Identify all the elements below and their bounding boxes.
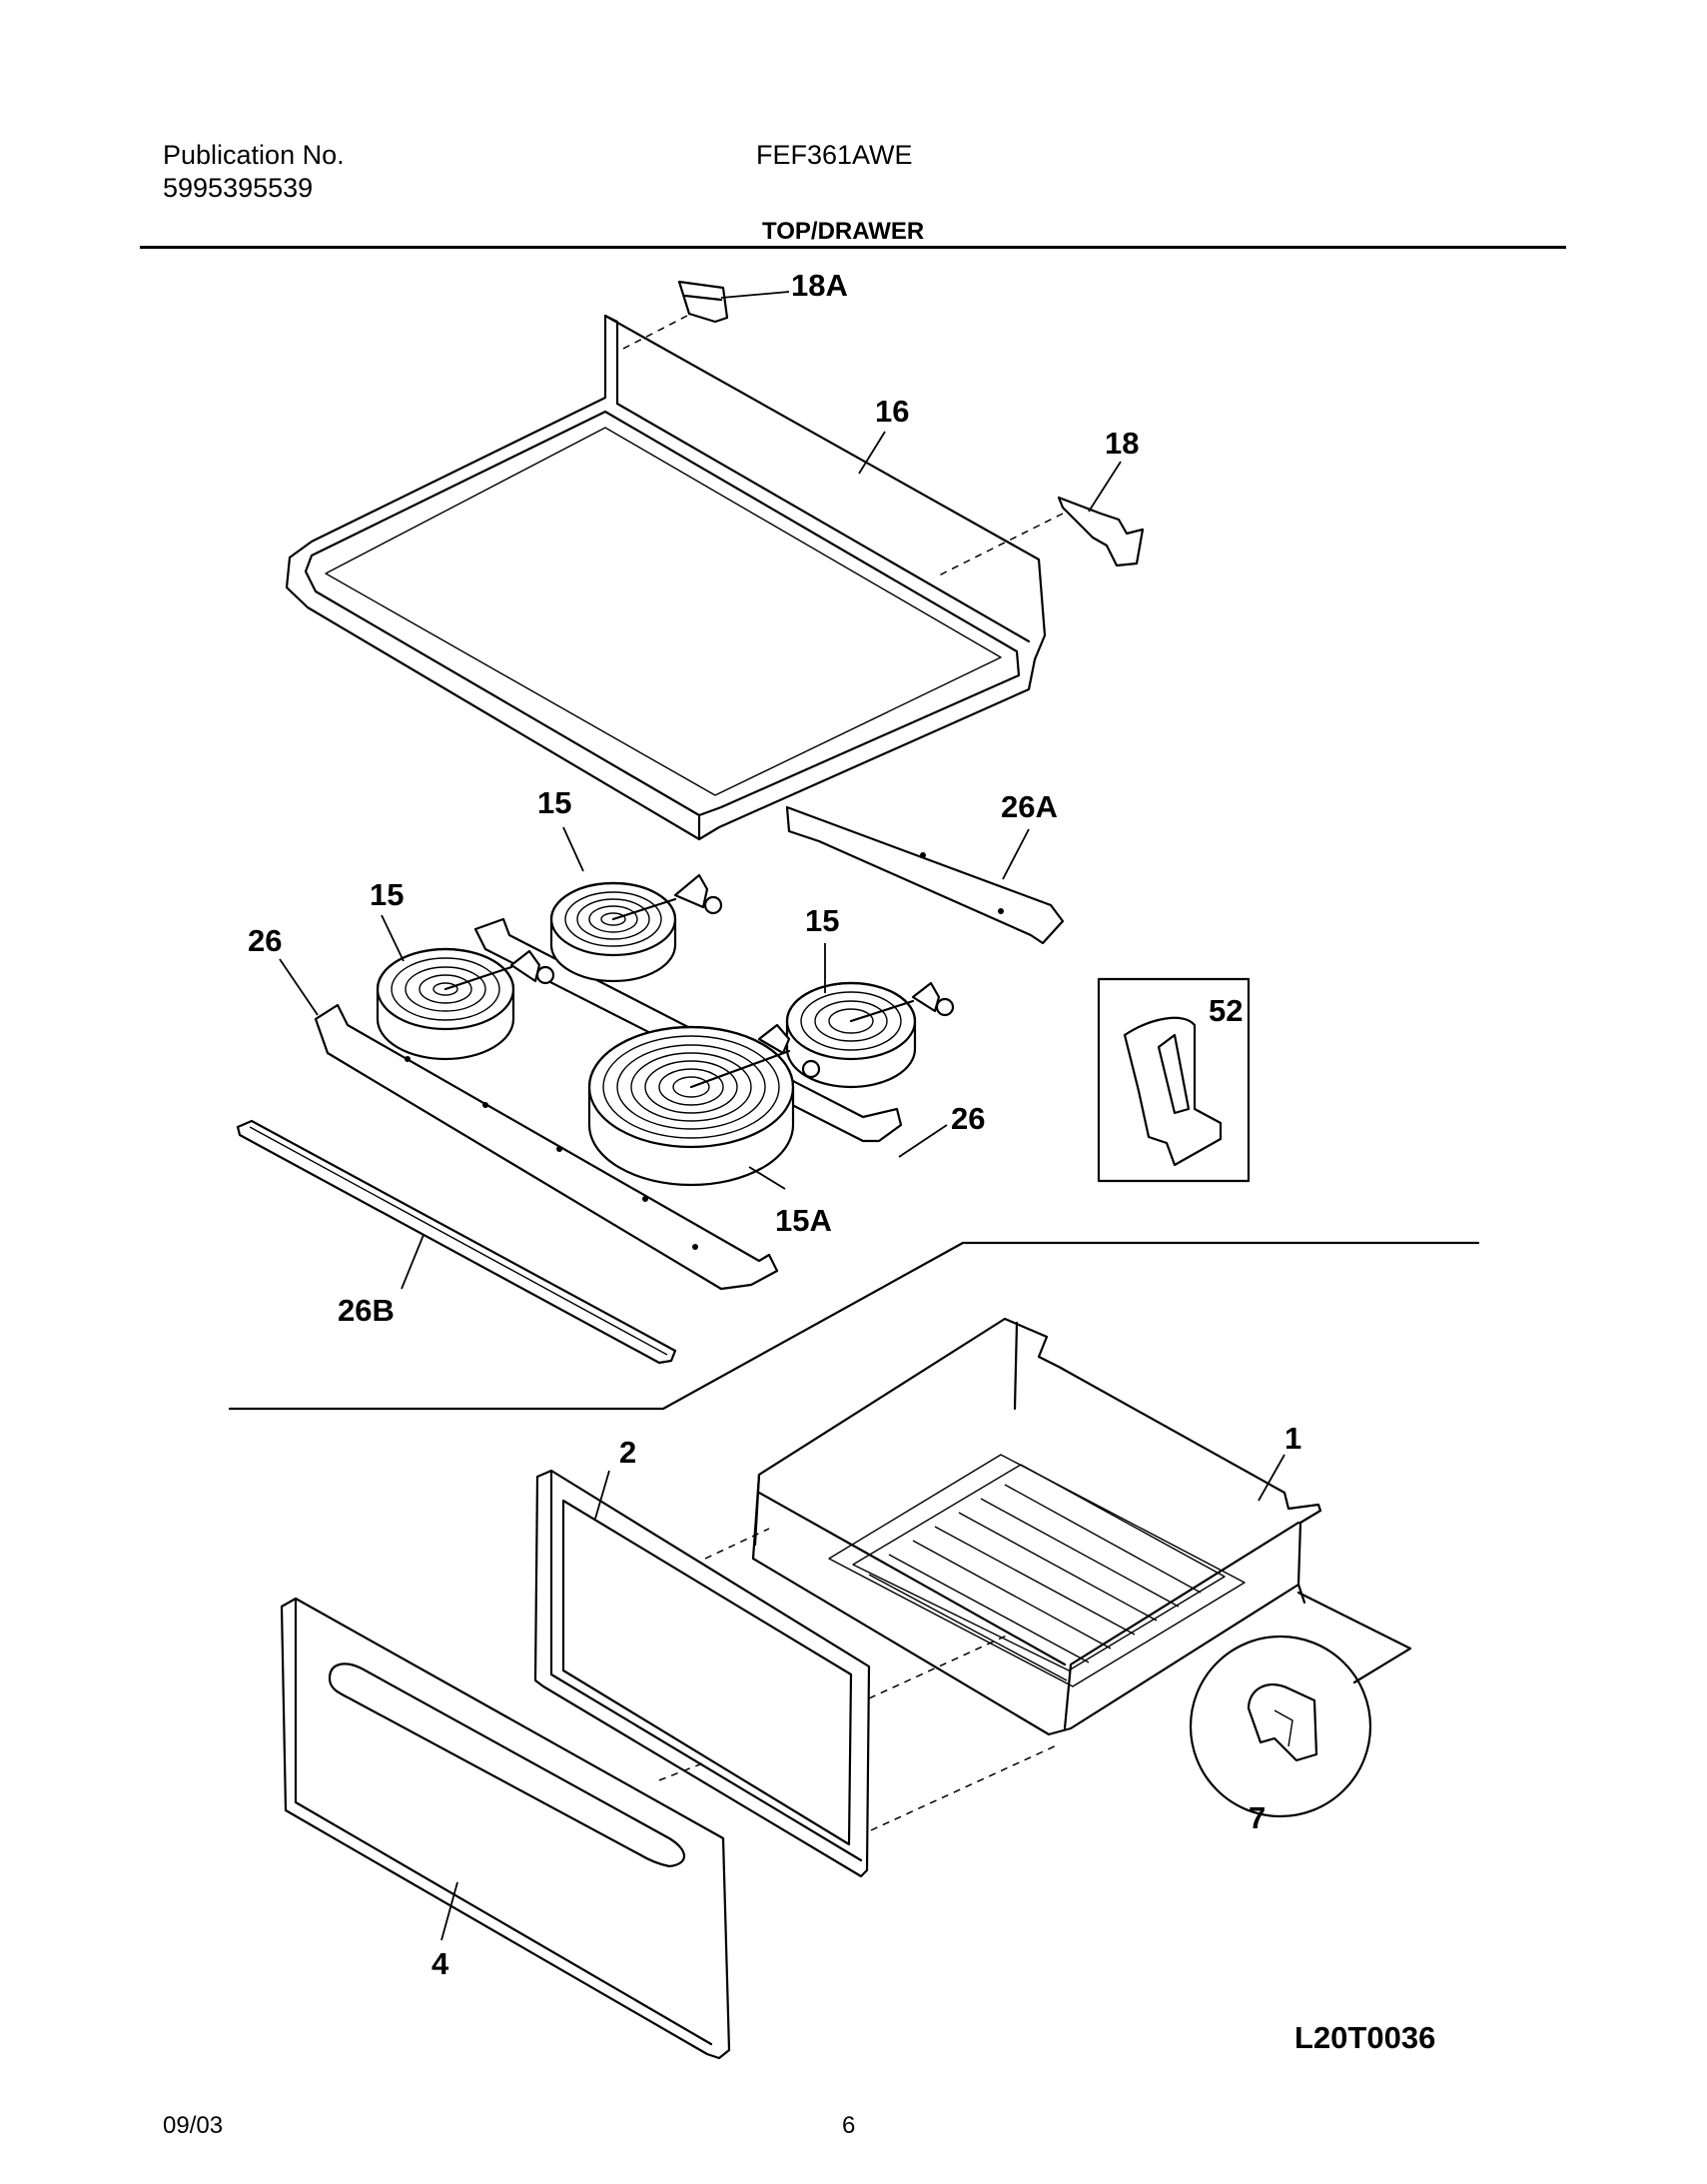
header-rule [140, 246, 1566, 249]
surface-element-15A [587, 1023, 821, 1187]
callout-1: 1 [1284, 1421, 1301, 1456]
drawer-front-part-4 [280, 1597, 731, 2060]
callout-7: 7 [1249, 1800, 1266, 1835]
trim-part-26B [236, 1119, 677, 1365]
callout-2: 2 [619, 1435, 636, 1470]
surface-element-15-left [376, 947, 555, 1061]
callout-15A: 15A [775, 1203, 832, 1238]
footer-date: 09/03 [163, 2112, 224, 2139]
detail-part-7 [1189, 1591, 1412, 1818]
diagram-code: L20T0036 [1294, 2020, 1435, 2055]
rail-part-26-front [314, 1003, 779, 1291]
callout-26B: 26B [338, 1293, 395, 1328]
callout-18A: 18A [791, 268, 848, 303]
drawer-panel-part-2 [533, 1469, 1060, 1878]
drawer-part-1 [751, 1317, 1322, 1736]
callout-leaders [279, 291, 1285, 1941]
section-title: TOP/DRAWER [762, 218, 925, 245]
callout-15-left: 15 [370, 877, 404, 912]
callout-16: 16 [875, 394, 909, 429]
section-separator [228, 1241, 1480, 1411]
callout-26-right: 26 [951, 1101, 985, 1136]
callout-4: 4 [431, 1946, 449, 1981]
callout-26-left: 26 [248, 923, 282, 958]
surface-element-15-back [549, 873, 723, 983]
bracket-part-18 [938, 496, 1145, 576]
bracket-part-18A [620, 280, 729, 351]
surface-element-15-right [785, 981, 955, 1089]
page-number: 6 [842, 2112, 856, 2139]
model-number: FEF361AWE [756, 140, 913, 170]
publication-label: Publication No. [163, 140, 345, 170]
callout-15-back: 15 [537, 785, 571, 820]
callout-26A: 26A [1001, 789, 1058, 824]
rail-part-26A [785, 805, 1065, 945]
callout-15-right: 15 [805, 903, 839, 938]
publication-number: 5995395539 [163, 173, 314, 203]
callout-52: 52 [1209, 993, 1243, 1028]
cooktop-part-16 [285, 314, 1047, 841]
inset-part-52 [1097, 977, 1251, 1183]
callout-18: 18 [1105, 426, 1139, 461]
